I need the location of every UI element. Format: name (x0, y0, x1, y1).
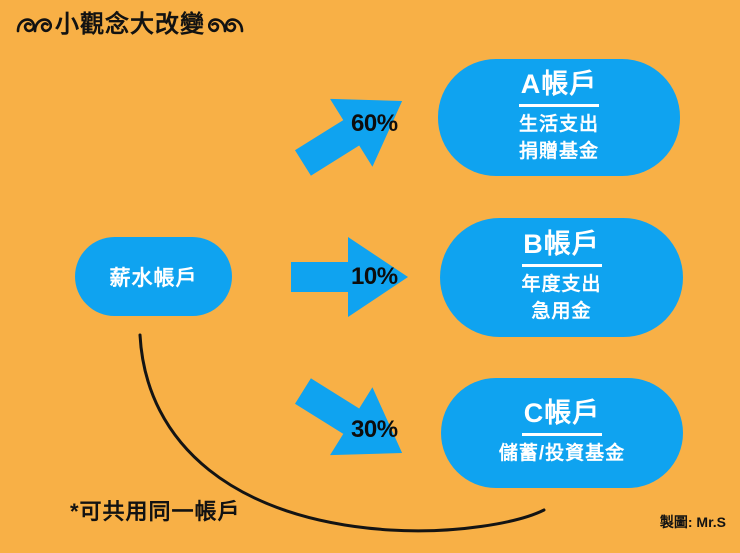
account-item: 儲蓄/投資基金 (498, 443, 626, 465)
flow-arrow-10-icon (291, 237, 408, 317)
flow-percent-label-10: 10% (351, 263, 398, 290)
flow-arrow-60-icon (294, 98, 403, 176)
salary-account-node: 薪水帳戶 (75, 237, 232, 316)
page-title: 小觀念大改變 (55, 11, 205, 38)
credit-label: 製圖: Mr.S (659, 514, 726, 530)
shared-account-note: *可共用同一帳戶 (70, 499, 241, 524)
account-node-c: C帳戶 儲蓄/投資基金 (441, 378, 683, 488)
flow-percent-label-60: 60% (351, 110, 398, 137)
account-item: 生活支出 (518, 114, 599, 136)
account-name: C帳戶 (523, 397, 601, 428)
account-item: 急用金 (531, 301, 592, 323)
account-divider (521, 264, 602, 268)
account-divider (522, 433, 602, 437)
account-node-b: B帳戶 年度支出 急用金 (440, 218, 683, 337)
account-name: B帳戶 (523, 229, 600, 259)
account-name: A帳戶 (520, 69, 598, 99)
flow-percent-label-30: 30% (351, 416, 398, 443)
account-node-a: A帳戶 生活支出 捐贈基金 (438, 59, 680, 176)
swirl-right-icon (208, 18, 244, 33)
title-row: 小觀念大改變 (16, 11, 244, 37)
swirl-left-icon (16, 18, 52, 33)
account-item: 捐贈基金 (518, 141, 599, 163)
salary-account-label: 薪水帳戶 (109, 266, 198, 290)
account-divider (519, 104, 599, 108)
account-item: 年度支出 (521, 274, 602, 296)
